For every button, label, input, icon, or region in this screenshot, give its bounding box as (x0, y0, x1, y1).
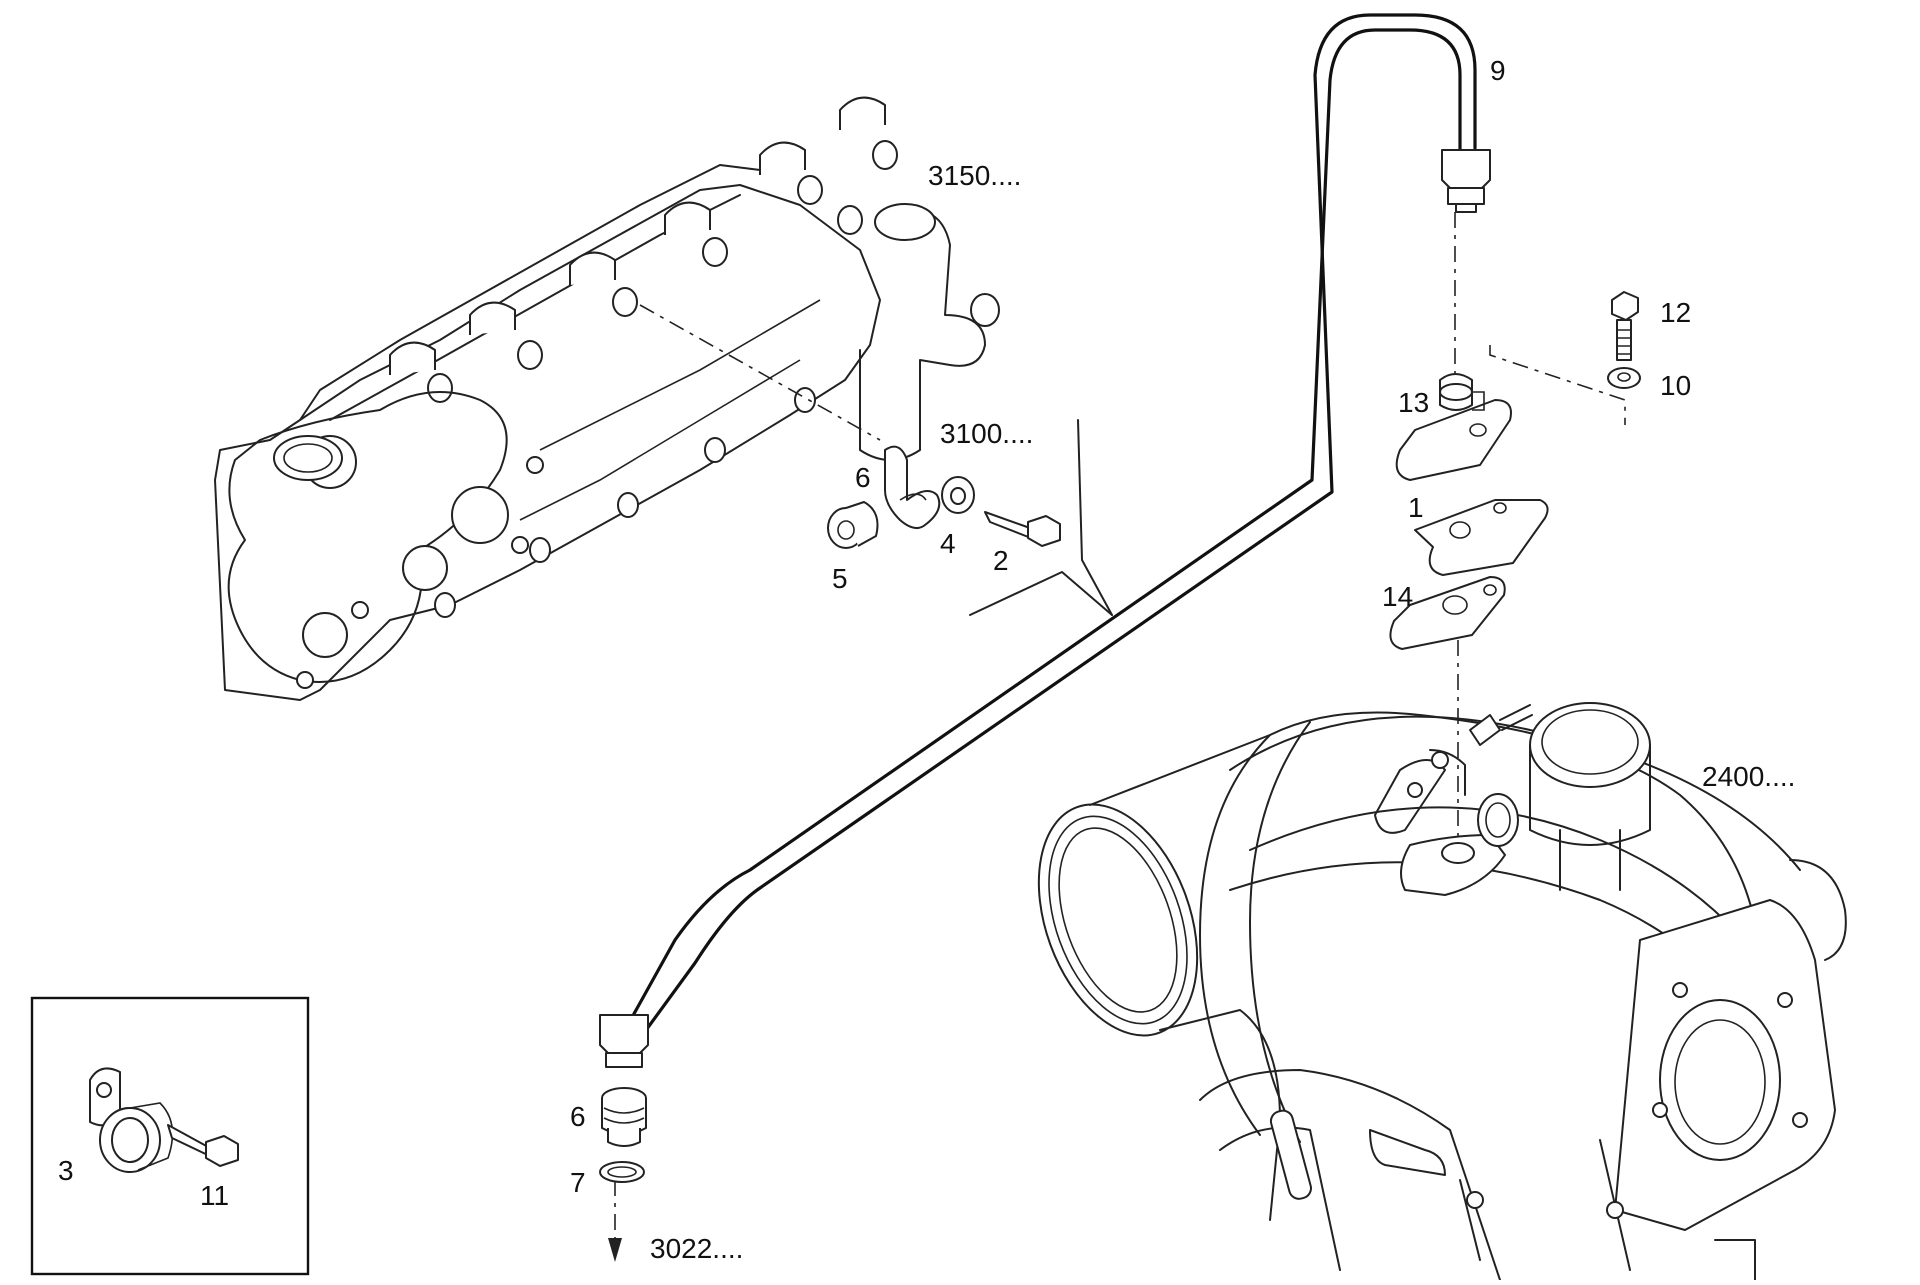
label-3150: 3150.... (928, 160, 1021, 191)
label-part-3: 3 (58, 1155, 74, 1186)
turbocharger (1037, 702, 1847, 1281)
label-part-6-lower: 6 (570, 1101, 586, 1132)
callout-labels: 3150.... 3100.... 2400.... 3022.... 9 12… (58, 55, 1795, 1264)
label-3100: 3100.... (940, 418, 1033, 449)
label-part-2: 2 (993, 545, 1009, 576)
label-part-9: 9 (1490, 55, 1506, 86)
label-part-11: 11 (200, 1180, 229, 1211)
manifold-studs (389, 96, 898, 618)
reference-3100-leader (969, 419, 1113, 616)
label-part-4: 4 (940, 528, 956, 559)
flange-gasket-stack (1389, 291, 1641, 650)
arrow-down-icon (608, 1238, 622, 1262)
label-part-12: 12 (1660, 297, 1691, 328)
label-part-5: 5 (832, 563, 848, 594)
label-2400: 2400.... (1702, 761, 1795, 792)
detail-inset-box (30, 996, 310, 1276)
label-part-1: 1 (1408, 492, 1424, 523)
label-part-13: 13 (1398, 387, 1429, 418)
oil-feed-pipe (599, 13, 1491, 1068)
lower-fitting-parts (599, 1087, 647, 1183)
label-3022: 3022.... (650, 1233, 743, 1264)
exhaust-manifold (214, 96, 1000, 701)
label-part-6-upper: 6 (855, 462, 871, 493)
pipe-clip-assembly (827, 445, 1061, 549)
assembly-centerlines (608, 212, 1626, 1262)
label-part-7: 7 (570, 1167, 586, 1198)
label-part-14: 14 (1382, 581, 1413, 612)
label-part-10: 10 (1660, 370, 1691, 401)
